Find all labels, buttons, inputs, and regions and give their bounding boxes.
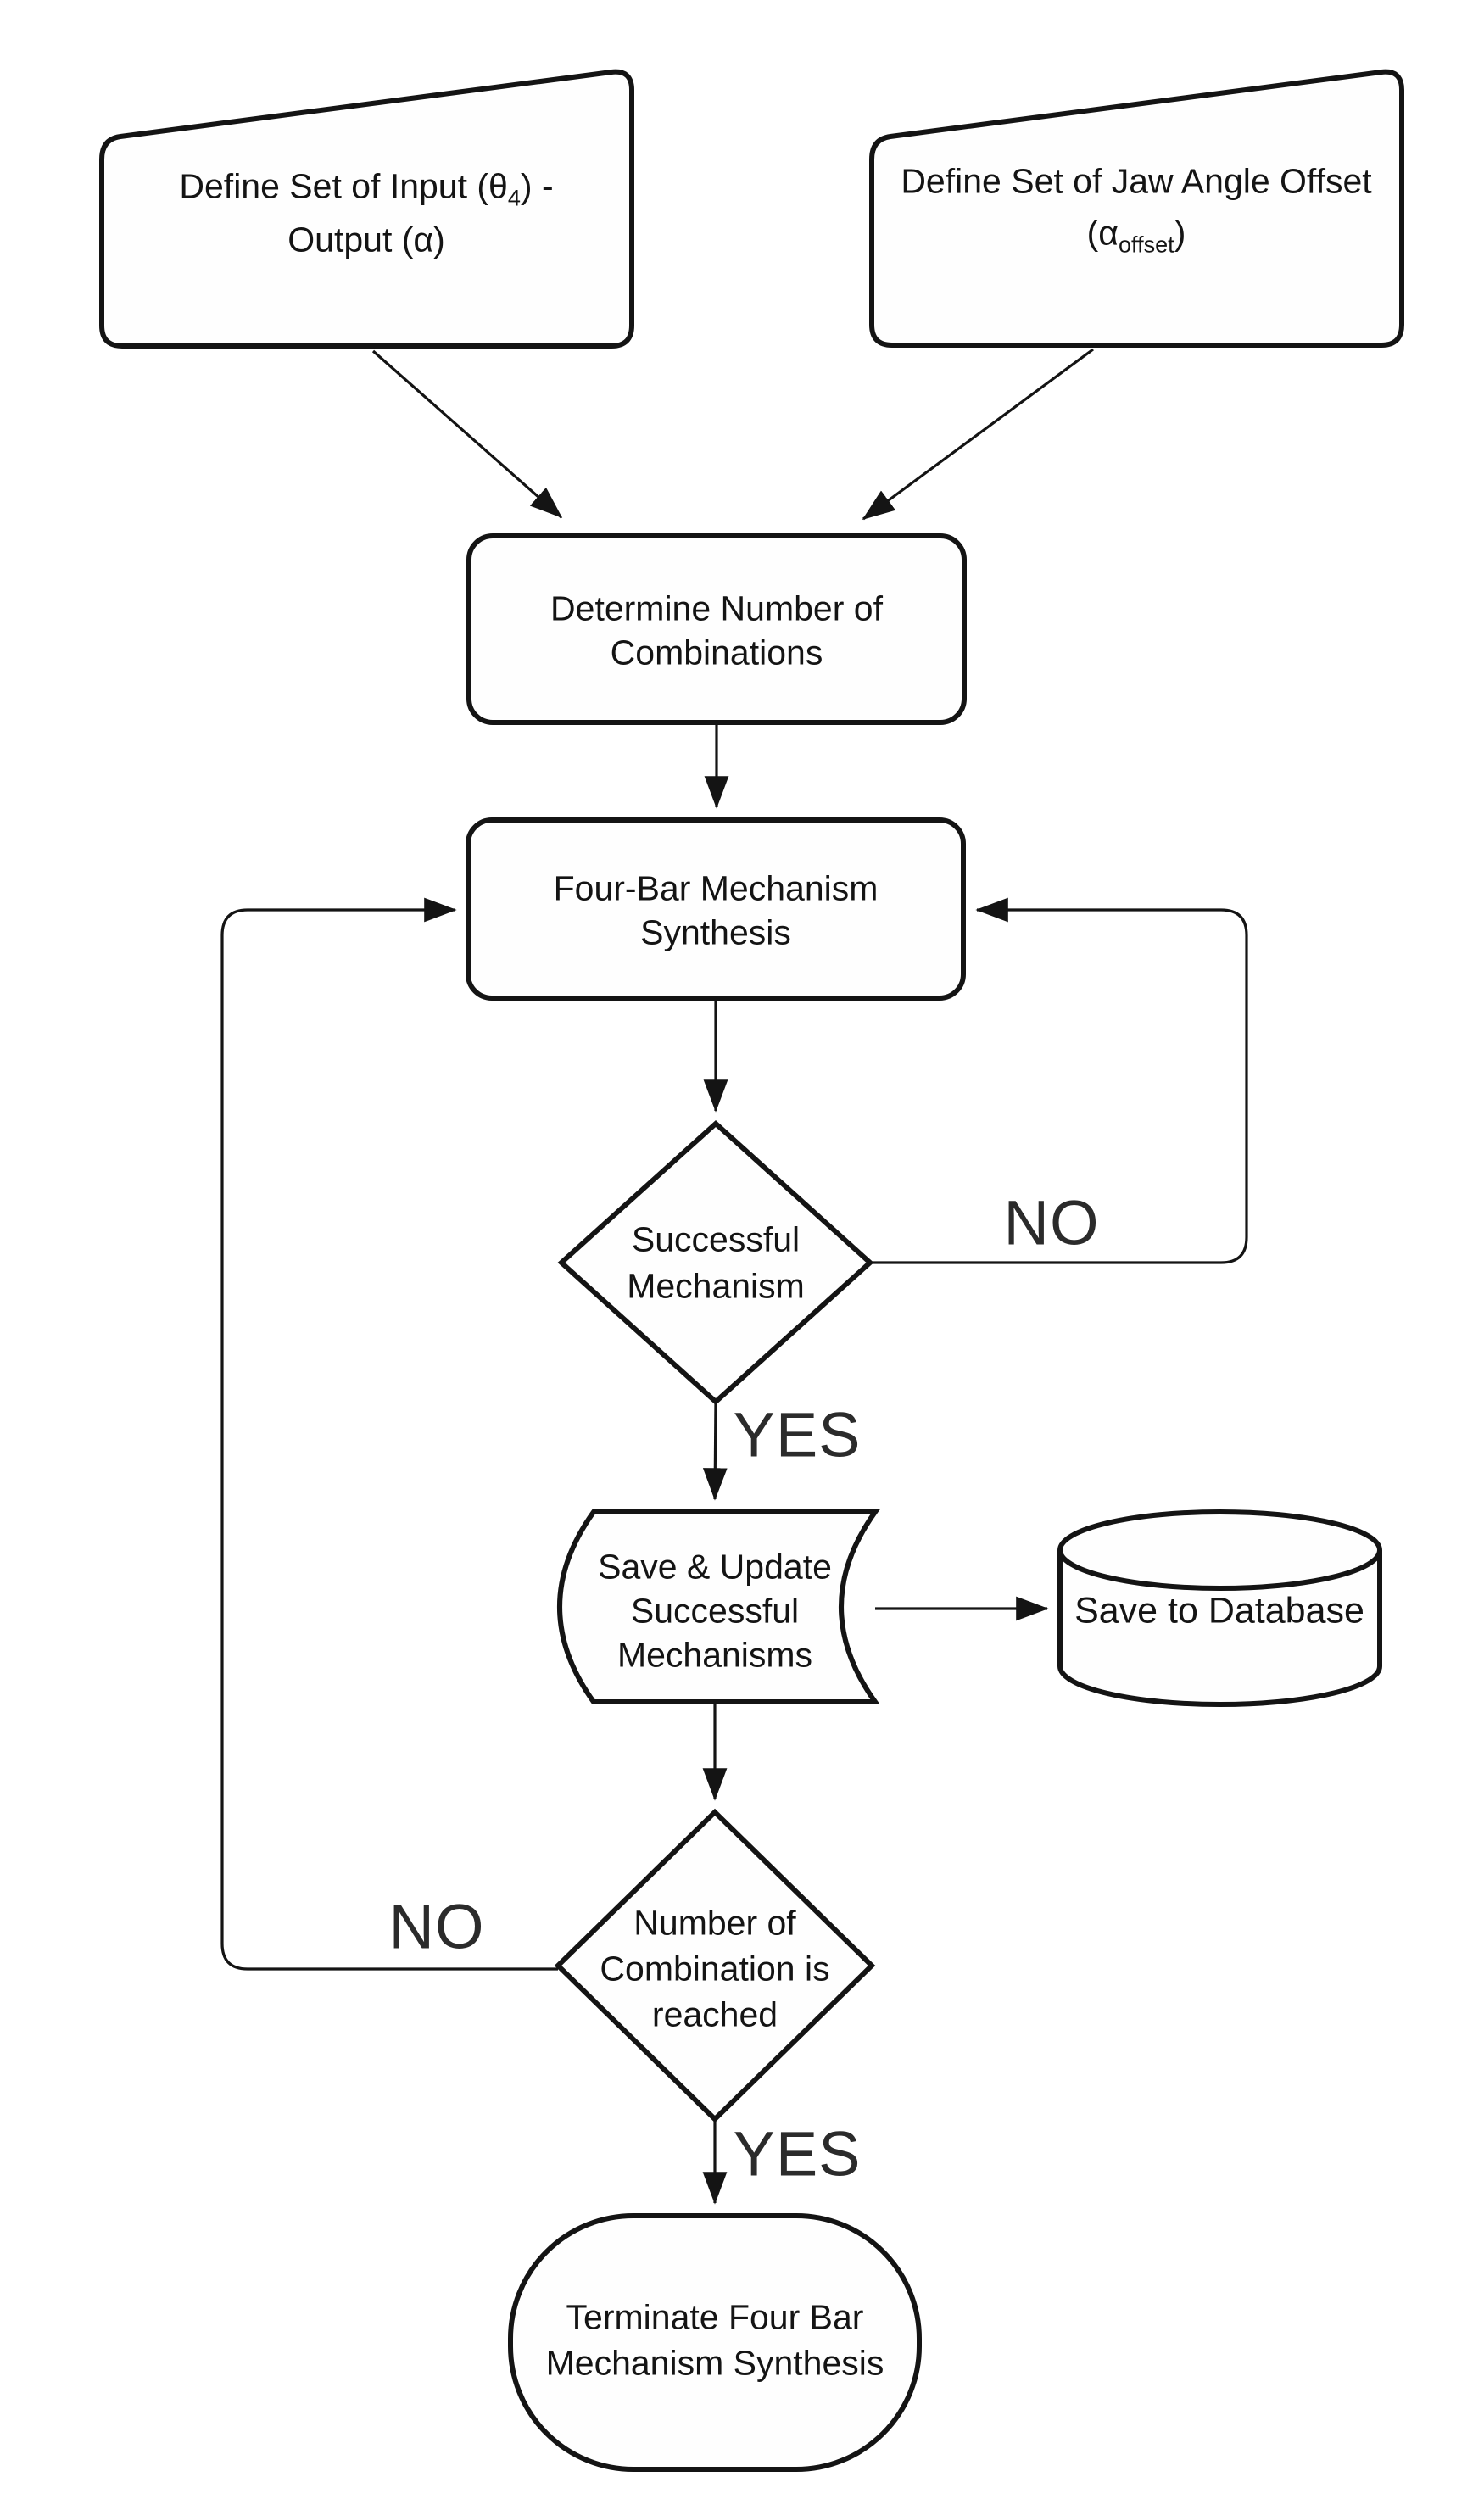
node-terminate-label-line2: Mechanism Synthesis [545, 2343, 884, 2383]
node-jaw-offset-shape [869, 69, 1404, 348]
node-input-output-label-line2: Output (α) [287, 220, 445, 259]
decision-combinations-reached-label-line1: Number of [633, 1903, 796, 1943]
node-jaw-offset-label-line1: Define Set of Jaw Angle Offset [901, 161, 1372, 201]
edge-input-to-determine [371, 349, 563, 519]
edge-no-loop-right [870, 897, 1248, 1264]
edge-jawoffset-to-determine [862, 348, 1094, 521]
node-fourbar-synthesis-label-line1: Four-Bar Mechanism [553, 868, 879, 908]
node-save-update-label-line1: Save & Update [598, 1547, 832, 1587]
node-determine-combinations-label-line2: Combinations [610, 633, 823, 672]
decision-successful-mechanism-shape [557, 1119, 874, 1406]
node-save-database-top [1057, 1509, 1382, 1591]
node-terminate-shape [508, 2213, 922, 2472]
node-determine-combinations-label-line1: Determine Number of [550, 588, 883, 628]
node-input-output-label-line1: Define Set of Input (θ4) - [179, 166, 554, 211]
node-save-update-label-line2: Successful [630, 1591, 800, 1631]
decision-combinations-reached-label-line3: reached [651, 1994, 778, 2034]
node-fourbar-synthesis-label-line2: Synthesis [640, 912, 791, 952]
edge-no-loop-left [220, 897, 558, 1971]
node-save-update-shape [557, 1509, 880, 1704]
decision-combinations-reached-shape [554, 1808, 876, 2123]
edge-label-yes-successful: YES [733, 1399, 862, 1470]
node-save-database-label: Save to Database [1074, 1590, 1364, 1632]
edge-yes-to-saveupdate [702, 1401, 728, 1501]
node-input-output-shape [99, 69, 634, 349]
node-determine-combinations-shape [466, 533, 967, 725]
node-save-database-body [1057, 1550, 1382, 1707]
decision-successful-mechanism-label-line1: Successful [631, 1219, 801, 1259]
node-save-update-label-line3: Mechanisms [616, 1635, 813, 1675]
node-jaw-offset-label-line2: (αoffset) [1086, 213, 1186, 258]
edge-label-yes-reached: YES [733, 2118, 862, 2189]
decision-combinations-reached-label-line2: Combination is [600, 1949, 830, 1988]
edge-label-no-successful: NO [1003, 1187, 1100, 1258]
edge-label-no-reached: NO [388, 1891, 485, 1962]
node-terminate-label-line1: Terminate Four Bar [566, 2297, 864, 2337]
node-fourbar-synthesis-shape [466, 817, 966, 1001]
decision-successful-mechanism-label-line2: Mechanism [627, 1266, 805, 1306]
